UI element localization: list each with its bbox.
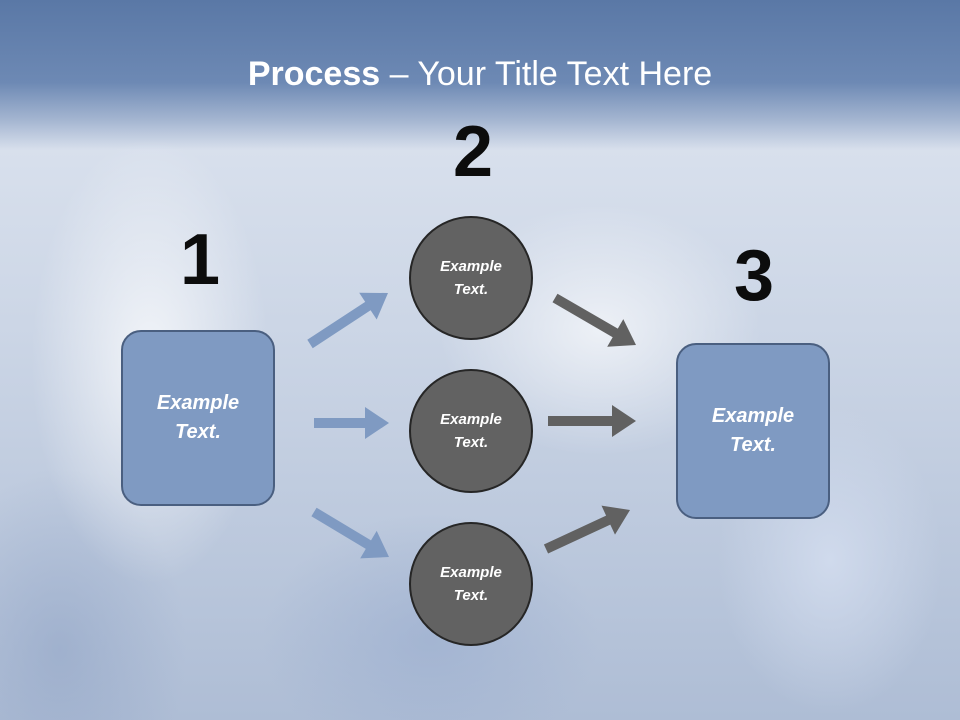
step-3-box: Example Text. xyxy=(676,343,830,519)
step-2-circle-top-text: Example Text. xyxy=(440,258,502,298)
step-2-circle-bottom: Example Text. xyxy=(409,522,533,646)
step-2-number: 2 xyxy=(452,112,494,192)
arrow-to-bottom-circle xyxy=(311,507,389,559)
arrow-from-top-circle xyxy=(552,293,636,347)
step-2-circle-top: Example Text. xyxy=(409,216,533,340)
arrow-to-top-circle xyxy=(307,292,388,349)
title-rest-part: – Your Title Text Here xyxy=(380,55,713,93)
arrow-from-middle-circle xyxy=(548,405,636,437)
step-2-circle-bottom-text: Example Text. xyxy=(440,564,502,604)
slide-title: Process – Your Title Text Here xyxy=(0,52,960,96)
step-2-circle-middle-text: Example Text. xyxy=(440,411,502,451)
step-1-box-text: Example Text. xyxy=(156,392,240,443)
step-3-box-text: Example Text. xyxy=(711,405,795,456)
step-1-box: Example Text. xyxy=(121,330,275,506)
step-2-circle-middle: Example Text. xyxy=(409,369,533,493)
arrow-from-bottom-circle xyxy=(543,505,630,554)
step-3-number: 3 xyxy=(733,236,775,316)
arrow-to-middle-circle xyxy=(314,407,389,439)
title-band xyxy=(0,0,960,150)
title-bold-part: Process xyxy=(247,55,381,93)
step-1-number: 1 xyxy=(179,220,221,300)
